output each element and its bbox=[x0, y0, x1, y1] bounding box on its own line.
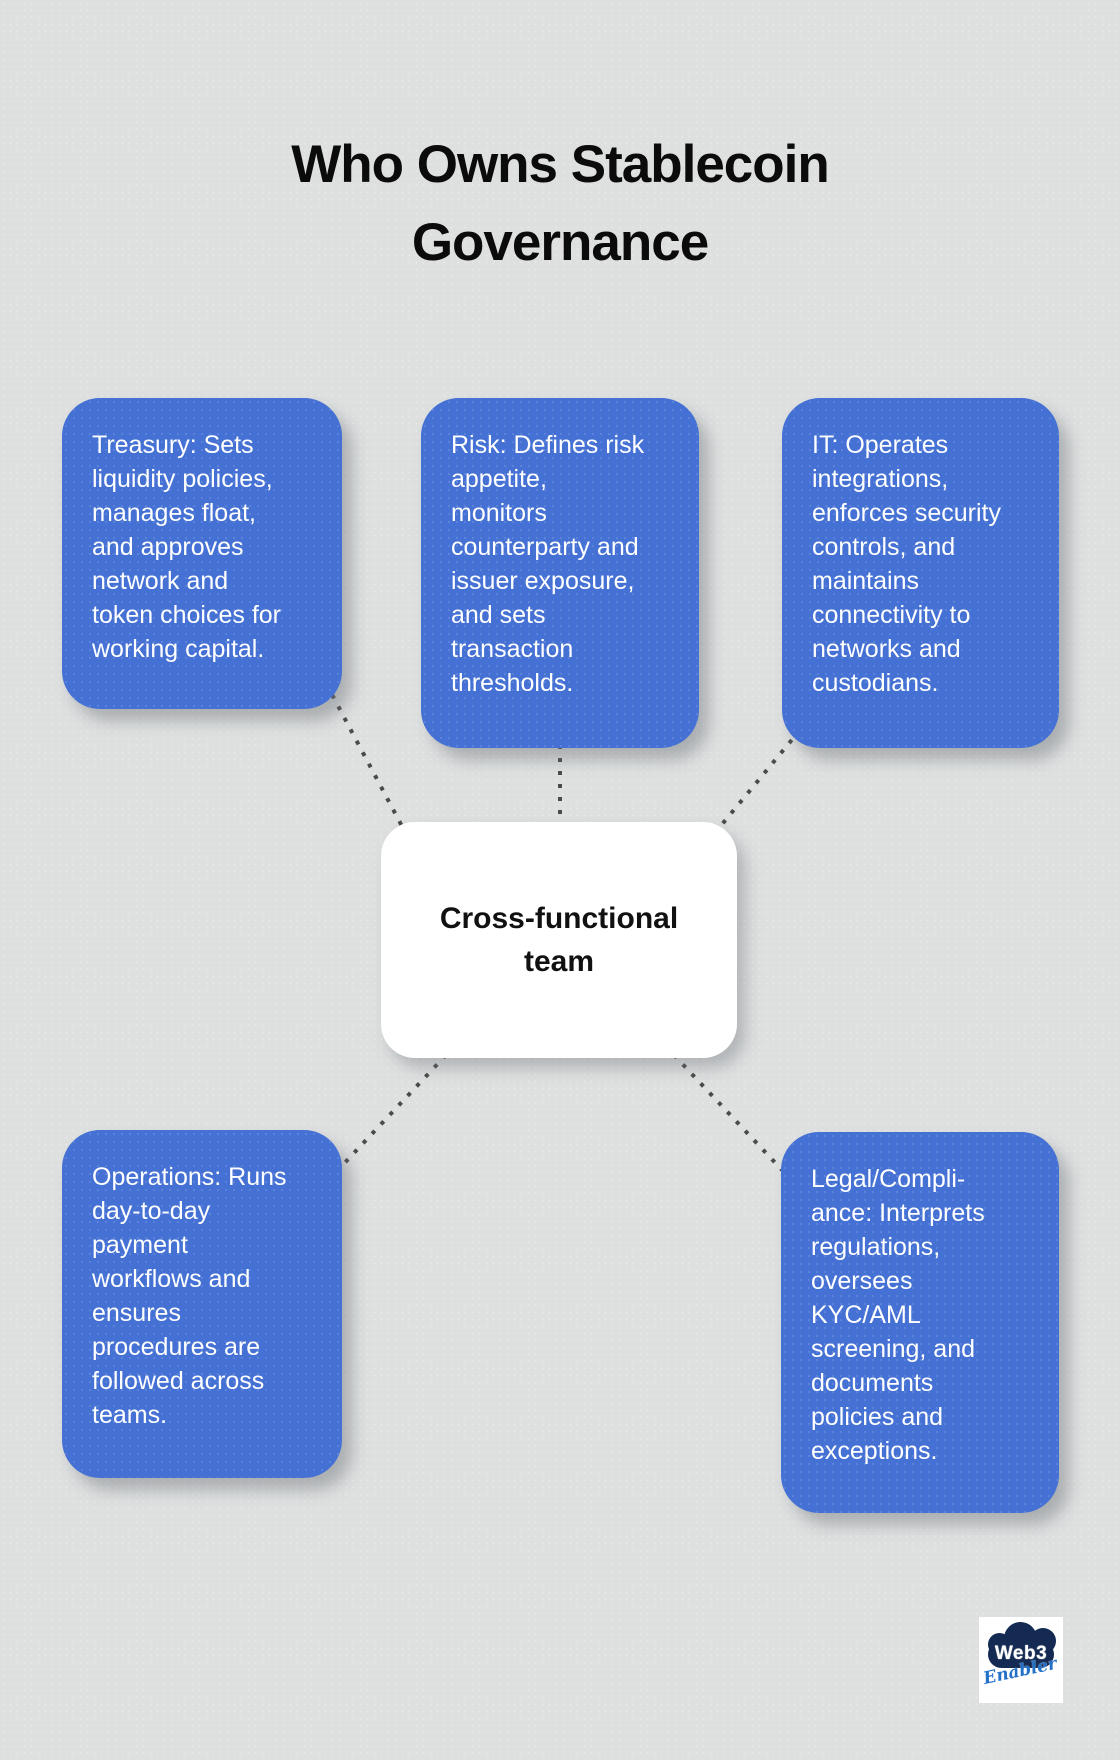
cloud-icon: Web3 Enabler bbox=[982, 1622, 1059, 1689]
web3-enabler-logo: Web3 Enabler bbox=[979, 1617, 1063, 1703]
connector-center-operations bbox=[336, 1053, 448, 1172]
logo-brand-text: Web3 bbox=[994, 1643, 1048, 1664]
connector-center-legal bbox=[672, 1053, 784, 1172]
connector-it-center bbox=[712, 728, 802, 836]
